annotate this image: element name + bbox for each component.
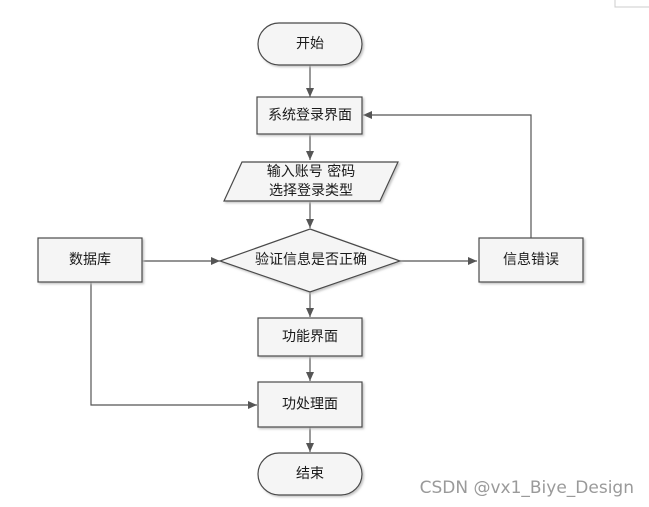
arrow-error-to-login (363, 111, 532, 238)
node-function-screen: 功能界面 (257, 317, 363, 357)
corner-mark (614, 0, 649, 8)
database-box (37, 237, 143, 283)
login-screen-box (256, 96, 363, 135)
processing-label: 功处理面 (282, 397, 338, 413)
input-label-line1: 输入账号 密码 (267, 163, 355, 180)
error-label: 信息错误 (503, 251, 559, 268)
connectors (90, 65, 532, 452)
watermark-text: CSDN @vx1_Biye_Design (420, 478, 634, 498)
start-terminal (257, 22, 363, 66)
node-login-screen: 系统登录界面 (256, 96, 363, 135)
database-label: 数据库 (69, 252, 111, 268)
start-label: 开始 (296, 36, 324, 52)
node-input: 输入账号 密码 选择登录类型 (223, 161, 399, 202)
node-verify: 验证信息是否正确 (218, 228, 402, 293)
function-screen-label: 功能界面 (282, 329, 338, 345)
error-box (478, 237, 584, 283)
end-label: 结束 (296, 466, 324, 482)
node-start: 开始 (257, 22, 363, 66)
arrow-database-to-processing (90, 282, 257, 409)
login-screen-label: 系统登录界面 (268, 108, 352, 124)
end-terminal (257, 452, 363, 496)
processing-box (257, 381, 363, 428)
verify-diamond (218, 228, 402, 293)
node-database: 数据库 (37, 237, 143, 283)
node-processing: 功处理面 (257, 381, 363, 428)
verify-label: 验证信息是否正确 (255, 251, 367, 268)
input-parallelogram (223, 161, 399, 202)
function-screen-box (257, 317, 363, 357)
node-error: 信息错误 (478, 237, 584, 283)
node-end: 结束 (257, 452, 363, 496)
input-label-line2: 选择登录类型 (269, 183, 353, 199)
